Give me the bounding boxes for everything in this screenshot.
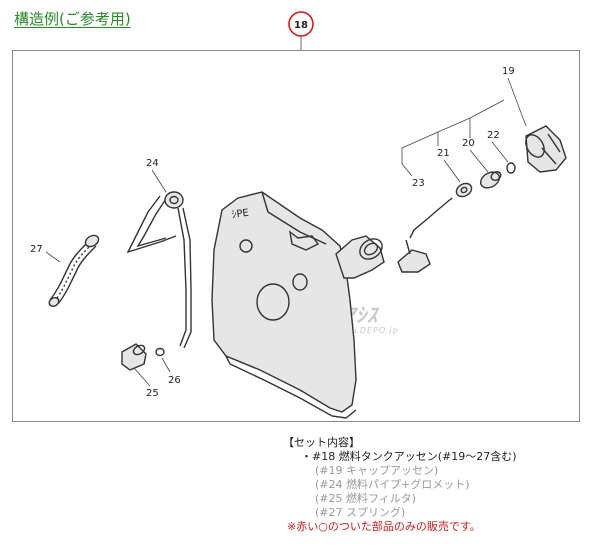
- part-21-leader: [443, 159, 461, 183]
- fuel-tank[interactable]: ｼPE: [211, 191, 386, 419]
- fitting-bore: [490, 171, 502, 181]
- spring-coil-wraps: [53, 243, 93, 303]
- part-19-leader: [507, 77, 527, 127]
- part-21-washer[interactable]: 21: [437, 132, 474, 199]
- grommet: [164, 191, 184, 209]
- strap-cord: [409, 197, 453, 239]
- assembly-bracket-line: [401, 99, 505, 149]
- tank-hole-small-right: [292, 273, 308, 291]
- part-26-label: 26: [168, 375, 181, 386]
- part-22-label: 22: [487, 130, 500, 141]
- fuel-pipe-wire: [126, 195, 177, 254]
- part-25-leader: [133, 367, 151, 387]
- cap-ridge-1: [547, 133, 561, 153]
- spring-coil-right: [57, 245, 97, 305]
- cap-ridge-2: [541, 147, 557, 165]
- part-22-ring[interactable]: 22: [487, 130, 516, 174]
- part-24-fuel-pipe[interactable]: 24: [126, 158, 192, 349]
- clip-ring: [155, 347, 165, 357]
- part-21-label: 21: [437, 148, 450, 159]
- washer-hole: [460, 186, 468, 194]
- tank-boss: [289, 230, 320, 251]
- part-26-clip[interactable]: 26: [155, 347, 181, 387]
- part-24-label: 24: [146, 158, 159, 169]
- watermark-url: MALDEPO.jp: [340, 326, 399, 335]
- tank-body: [211, 191, 357, 413]
- part-19-cap[interactable]: 19: [502, 66, 567, 173]
- set-contents-sub-item: (#24 燃料パイプ+グロメット): [315, 478, 470, 491]
- spring-end-bottom: [48, 297, 60, 307]
- set-contents-main-item: ・#18 燃料タンクアッセン(#19～27含む): [301, 450, 517, 463]
- fuel-pipe-tube: [177, 207, 187, 347]
- cap-body: [525, 125, 567, 173]
- set-contents-sub-item: (#19 キャップアッセン): [315, 464, 439, 477]
- tank-base-rim: [225, 355, 357, 419]
- strap-loop: [397, 249, 431, 273]
- callout-18[interactable]: 18: [288, 11, 314, 50]
- filter-top: [132, 344, 146, 356]
- part-23-tick: [401, 163, 413, 177]
- tank-hole-small-left: [239, 239, 253, 253]
- set-contents: 【セット内容】 ・#18 燃料タンクアッセン(#19～27含む) (#19 キャ…: [283, 436, 595, 534]
- fuel-pipe-wire-inner: [136, 195, 169, 248]
- part-26-leader: [161, 357, 171, 373]
- spring-coil-left: [49, 241, 89, 301]
- washer-ring: [455, 182, 473, 198]
- part-25-fuel-filter[interactable]: 25: [121, 343, 159, 399]
- part-27-spring[interactable]: 27: [30, 233, 101, 308]
- part-19-label: 19: [502, 66, 515, 77]
- part-20-label: 20: [462, 138, 475, 149]
- diagram-frame: [12, 50, 580, 422]
- callout-18-number: 18: [294, 20, 308, 31]
- tank-filler-neck: [335, 235, 385, 279]
- filler-neck-thread: [363, 242, 379, 256]
- filter-body: [121, 343, 147, 371]
- page-title: 構造例(ご参考用): [14, 10, 131, 28]
- cap-face: [525, 134, 545, 158]
- part-20-fitting[interactable]: 20: [462, 118, 502, 191]
- grommet-hole: [169, 195, 179, 205]
- part-27-leader: [45, 251, 61, 263]
- set-contents-sub-item: (#25 燃料フィルタ): [315, 492, 417, 505]
- ring-shape: [506, 162, 516, 174]
- tank-logo: ｼPE: [231, 208, 250, 221]
- spring-end-top: [84, 234, 100, 248]
- part-22-leader: [491, 141, 509, 163]
- part-20-leader: [469, 149, 489, 173]
- fitting-flange: [479, 171, 501, 189]
- part-25-label: 25: [146, 388, 159, 399]
- filler-neck-opening: [359, 238, 383, 260]
- part-24-leader: [151, 169, 167, 193]
- set-contents-heading: 【セット内容】: [283, 436, 360, 449]
- part-23-strap[interactable]: 23: [397, 163, 453, 273]
- strap-link: [405, 239, 411, 255]
- set-contents-sub-item: (#27 スプリング): [315, 506, 406, 519]
- sale-note: ※赤い○のついた部品のみの販売です。: [287, 520, 481, 533]
- tank-hole-large: [256, 283, 290, 321]
- part-23-label: 23: [412, 178, 425, 189]
- fuel-pipe-tube-outer: [182, 207, 192, 349]
- parts-diagram: 18 ｼPE 19 20 21: [30, 11, 567, 419]
- part-27-label: 27: [30, 244, 43, 255]
